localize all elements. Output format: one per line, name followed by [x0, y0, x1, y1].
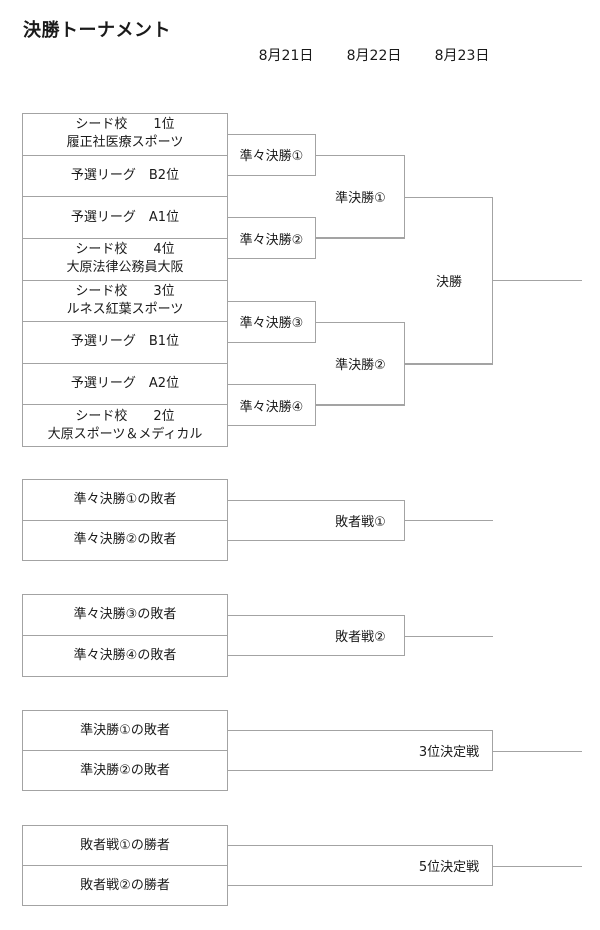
third-place-box: 準決勝①の敗者 準決勝②の敗者	[22, 710, 228, 791]
loser-match-2-box: 準々決勝③の敗者 準々決勝④の敗者	[22, 594, 228, 677]
loser-match-2-label: 敗者戦②	[335, 630, 386, 645]
date-aug-23: 8月23日	[434, 48, 490, 64]
final-label: 決勝	[435, 274, 462, 290]
slot-text: 準々決勝③の敗者	[73, 607, 177, 622]
loser-match-1-label: 敗者戦①	[335, 514, 386, 530]
team-name: 大原スポーツ＆メディカル	[47, 426, 203, 442]
team-slot-league-b2: 予選リーグ B2位	[23, 154, 227, 197]
third-place-winner-line	[492, 750, 582, 752]
seed-line: 予選リーグ B1位	[70, 334, 180, 350]
fifth-place-box: 敗者戦①の勝者 敗者戦②の勝者	[22, 825, 228, 906]
team-slot-seed2: シード校 2位 大原スポーツ＆メディカル	[23, 404, 227, 446]
fifth-place-winner-line	[492, 865, 582, 867]
team-slot-league-b1: 予選リーグ B1位	[23, 321, 227, 363]
seed-line: 予選リーグ B2位	[70, 167, 180, 183]
quarterfinal-2-winner-line	[315, 238, 405, 240]
slot-text: 準々決勝④の敗者	[73, 648, 177, 663]
semifinal-1-label: 準決勝①	[335, 191, 386, 206]
date-aug-22: 8月22日	[346, 48, 402, 64]
loser-slot-qf2: 準々決勝②の敗者	[23, 519, 227, 561]
third-place-slot-sf2: 準決勝②の敗者	[23, 750, 227, 790]
quarterfinal-3-label: 準々決勝③	[239, 316, 304, 332]
team-slot-league-a2: 予選リーグ A2位	[23, 362, 227, 405]
third-place-label: 3位決定戦	[418, 745, 480, 760]
loser-match-2-winner-line	[404, 635, 493, 637]
team-name: 履正社医療スポーツ	[66, 135, 184, 151]
main-bracket-box: シード校 1位 履正社医療スポーツ 予選リーグ B2位 予選リーグ A1位 シー…	[22, 113, 228, 447]
team-slot-seed1: シード校 1位 履正社医療スポーツ	[23, 114, 227, 155]
loser-slot-qf1: 準々決勝①の敗者	[23, 480, 227, 520]
team-name: ルネス紅葉スポーツ	[66, 301, 184, 317]
final-winner-line	[492, 280, 582, 282]
quarterfinal-2-label: 準々決勝②	[239, 232, 304, 248]
loser-slot-qf3: 準々決勝③の敗者	[23, 595, 227, 635]
final-bracket	[405, 196, 493, 364]
quarterfinal-4-label: 準々決勝④	[239, 399, 304, 415]
quarterfinal-1-label: 準々決勝①	[239, 149, 304, 165]
page-title: 決勝トーナメント	[23, 20, 171, 41]
team-slot-seed4: シード校 4位 大原法律公務員大阪	[23, 237, 227, 280]
seed-line: シード校 2位	[75, 408, 175, 424]
semifinal-2-label: 準決勝②	[335, 358, 386, 373]
fifth-place-slot-lm1: 敗者戦①の勝者	[23, 826, 227, 865]
loser-match-1-box: 準々決勝①の敗者 準々決勝②の敗者	[22, 479, 228, 561]
seed-line: 予選リーグ A1位	[70, 209, 180, 225]
slot-text: 準々決勝①の敗者	[73, 491, 177, 507]
slot-text: 敗者戦②の勝者	[80, 877, 170, 893]
loser-slot-qf4: 準々決勝④の敗者	[23, 635, 227, 676]
slot-text: 準決勝①の敗者	[80, 722, 170, 738]
fifth-place-label: 5位決定戦	[418, 860, 480, 875]
slot-text: 敗者戦①の勝者	[80, 837, 170, 853]
team-slot-seed3: シード校 3位 ルネス紅葉スポーツ	[23, 279, 227, 322]
date-aug-21: 8月21日	[258, 48, 314, 64]
fifth-place-slot-lm2: 敗者戦②の勝者	[23, 865, 227, 905]
team-name: 大原法律公務員大阪	[66, 260, 184, 276]
loser-match-1-winner-line	[404, 520, 493, 522]
seed-line: シード校 1位	[75, 117, 175, 133]
slot-text: 準々決勝②の敗者	[73, 532, 177, 548]
quarterfinal-4-winner-line	[315, 405, 405, 407]
seed-line: シード校 4位	[75, 242, 175, 258]
semifinal-2-winner-line	[404, 363, 493, 365]
seed-line: 予選リーグ A2位	[70, 376, 180, 392]
third-place-slot-sf1: 準決勝①の敗者	[23, 711, 227, 750]
seed-line: シード校 3位	[75, 283, 175, 299]
slot-text: 準決勝②の敗者	[80, 762, 170, 778]
team-slot-league-a1: 予選リーグ A1位	[23, 196, 227, 238]
